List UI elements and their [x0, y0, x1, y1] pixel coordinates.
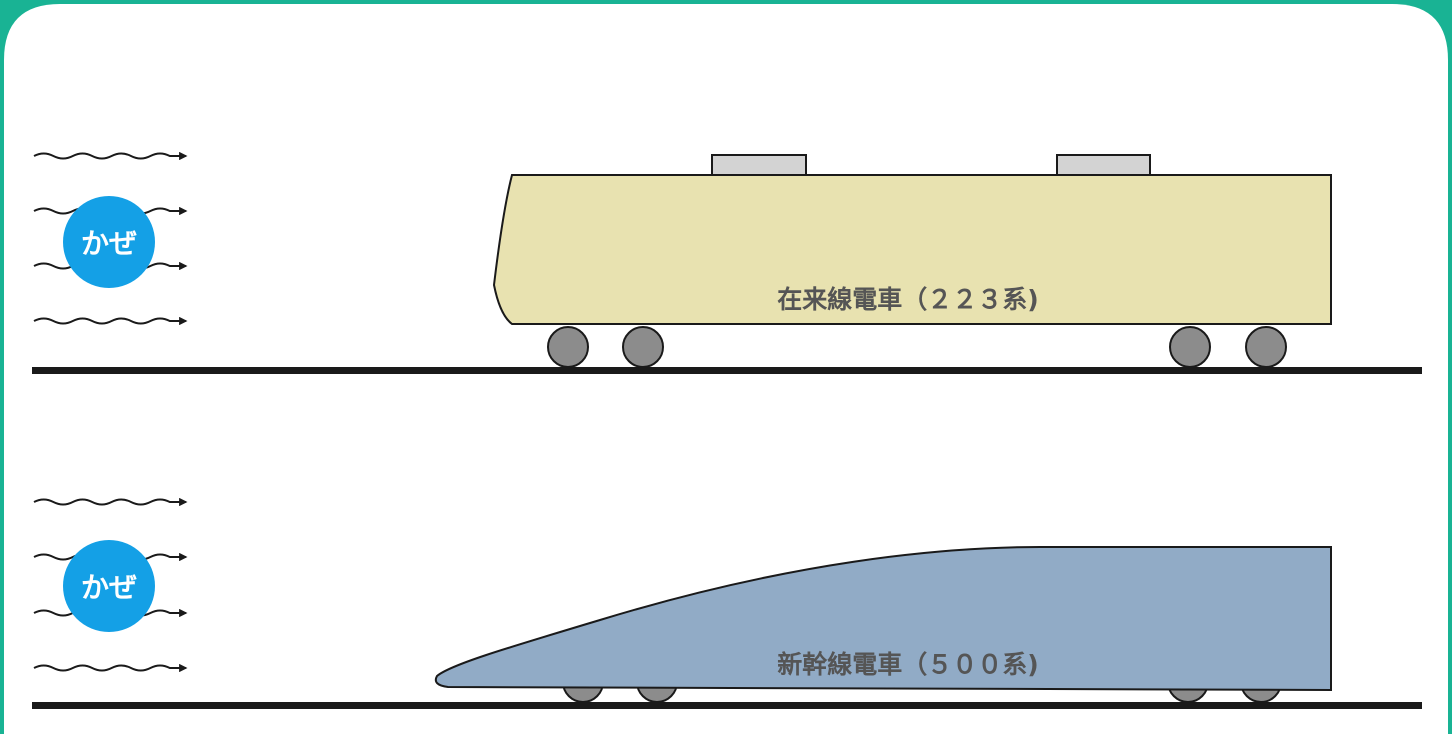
wind-badge — [63, 540, 155, 632]
wind-arrow — [33, 497, 188, 507]
wind-label: かぜ — [81, 227, 137, 260]
panel-shinkansen: かぜ 新幹線電車（５００系) — [32, 497, 1422, 709]
conventional-train-body — [492, 174, 1332, 325]
ground-line — [32, 702, 1422, 709]
wind-arrow — [33, 663, 188, 673]
wheel — [547, 326, 589, 368]
pantograph — [1056, 154, 1151, 177]
panel-conventional: かぜ 在来線電車（２２３系) — [32, 151, 1422, 374]
ground-line — [32, 367, 1422, 374]
wheel — [1245, 326, 1287, 368]
wind-label: かぜ — [81, 571, 137, 604]
wind-arrow — [33, 316, 188, 326]
shinkansen-train-label: 新幹線電車（５００系) — [777, 650, 1038, 679]
wind-badge — [63, 196, 155, 288]
pantograph — [711, 154, 807, 177]
wind-arrow — [33, 151, 188, 161]
wheel — [1169, 326, 1211, 368]
wheels-conventional — [547, 326, 1287, 368]
conventional-train-label: 在来線電車（２２３系) — [777, 285, 1038, 314]
shinkansen-train-body — [434, 546, 1332, 692]
wheel — [622, 326, 664, 368]
